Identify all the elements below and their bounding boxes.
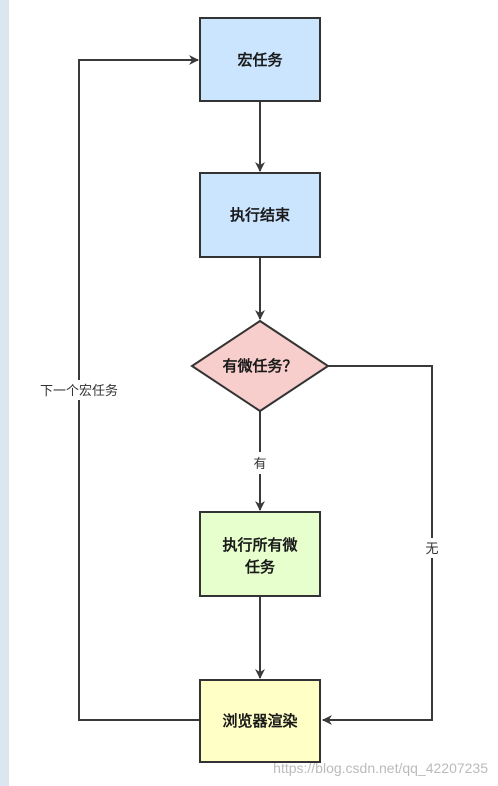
edge-label-no: 无 (425, 542, 438, 557)
node-exec-all-micro-label-line1: 执行所有微 (222, 536, 298, 554)
node-macro-task-label: 宏任务 (237, 51, 283, 69)
edge-label-no-bg (420, 538, 444, 558)
node-macro-task (199, 17, 321, 102)
watermark: https://blog.csdn.net/qq_42207235 (273, 760, 488, 776)
left-border-strip (0, 0, 9, 786)
edge-label-yes: 有 (253, 457, 266, 472)
edge-label-next-macro: 下一个宏任务 (40, 383, 118, 399)
node-exec-end-label: 执行结束 (230, 206, 291, 224)
node-exec-all-micro (199, 511, 321, 597)
edge-no-micro-to-render (322, 365, 433, 725)
edge-label-next-macro-bg (33, 380, 125, 400)
node-exec-end (199, 172, 321, 258)
node-has-micro-label: 有微任务？ (222, 357, 297, 375)
node-exec-all-micro-label-line2: 任务 (244, 558, 276, 576)
node-render (199, 679, 321, 763)
edge-label-yes-bg (248, 453, 272, 473)
node-has-micro-decision (190, 319, 330, 413)
node-render-label: 浏览器渲染 (222, 712, 298, 730)
